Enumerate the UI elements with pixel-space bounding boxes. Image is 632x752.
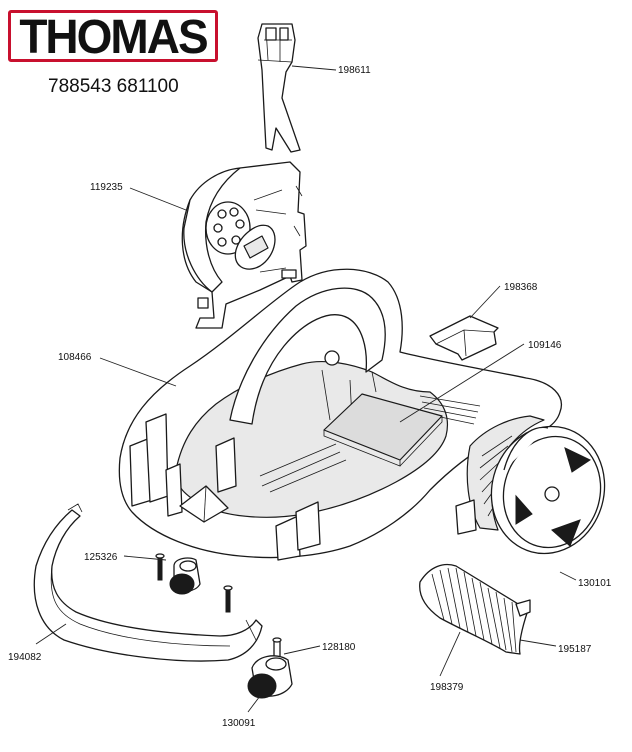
part-130101-drawing <box>490 425 606 555</box>
leader-lines <box>35 65 577 713</box>
part-label-194082: 194082 <box>8 652 42 663</box>
part-label-109146: 109146 <box>528 340 562 351</box>
part-label-130101: 130101 <box>578 578 612 589</box>
part-195187-drawing <box>419 563 531 655</box>
part-label-108466: 108466 <box>58 352 92 363</box>
part-119235-drawing <box>181 161 307 329</box>
part-label-130091: 130091 <box>222 718 256 729</box>
part-109146-drawing <box>323 393 443 467</box>
part-labels: 198611 119235 198368 109146 108466 12532… <box>8 65 612 729</box>
model-number: 788543 681100 <box>48 76 179 97</box>
part-198611-drawing <box>257 23 301 153</box>
part-label-198611: 198611 <box>338 65 371 76</box>
brand-logo-text: THOMAS <box>19 8 208 64</box>
part-label-198379: 198379 <box>430 682 464 693</box>
part-198368-drawing <box>429 315 499 361</box>
part-label-195187: 195187 <box>558 644 592 655</box>
part-label-125326: 125326 <box>84 552 118 563</box>
part-130091-drawing <box>247 655 293 699</box>
part-label-198368: 198368 <box>504 282 538 293</box>
part-label-119235: 119235 <box>90 182 123 193</box>
part-194082-drawing <box>33 503 263 662</box>
brand-logo: THOMAS <box>8 10 218 62</box>
part-label-128180: 128180 <box>322 642 356 653</box>
part-125326-drawing <box>155 553 233 613</box>
